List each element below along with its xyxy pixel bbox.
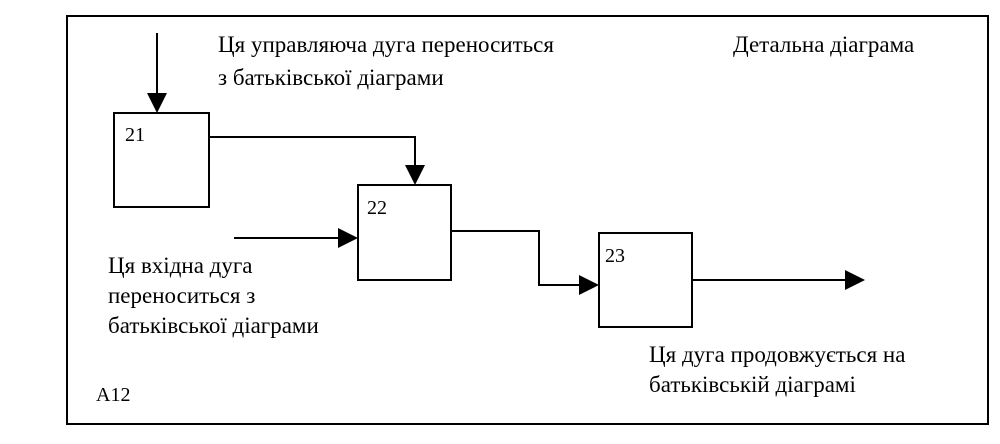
output-arc-annotation-line-2: батьківській діаграмі — [649, 372, 856, 397]
input-arc-annotation-line-2: переноситься з — [108, 283, 255, 308]
output-arc-arrowhead — [845, 270, 865, 290]
box-22-number: 22 — [367, 197, 387, 219]
arc-21-to-22-arrowhead — [405, 165, 425, 185]
input-arc-annotation-line-3: батьківської діаграми — [108, 313, 319, 338]
box-21-number: 21 — [125, 124, 145, 146]
output-arc-annotation-line-1: Ця дуга продовжується на — [649, 342, 905, 367]
input-arc-annotation-line-1: Ця вхідна дуга — [108, 253, 253, 278]
control-arc-annotation-line-2: з батьківської діаграми — [218, 65, 444, 90]
input-arc-arrowhead — [338, 228, 358, 248]
arc-21-to-22 — [209, 136, 416, 165]
diagram-frame — [66, 15, 989, 425]
box-21 — [113, 112, 210, 208]
arc-22-to-23-arrowhead — [579, 275, 599, 295]
arc-22-to-23 — [451, 230, 579, 286]
node-number: A12 — [96, 384, 130, 406]
control-arc-annotation-line-1: Ця управляюча дуга переноситься — [218, 32, 554, 57]
diagram-title: Детальна діаграма — [733, 32, 914, 57]
box-23-number: 23 — [605, 245, 625, 267]
control-arc-arrowhead — [147, 93, 167, 113]
box-22 — [357, 184, 452, 281]
